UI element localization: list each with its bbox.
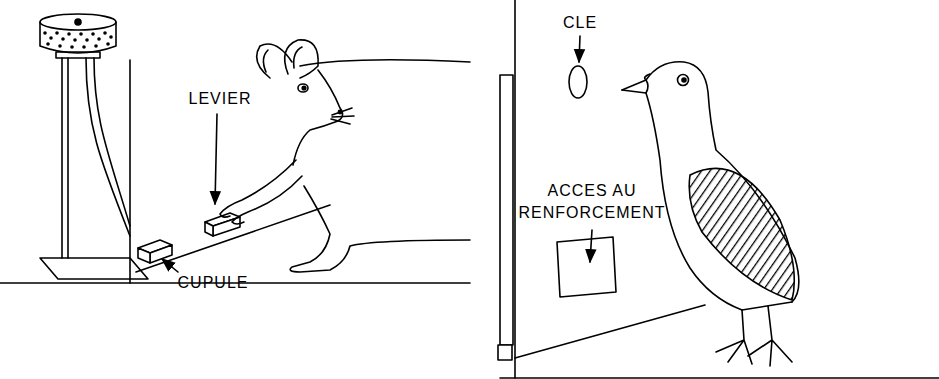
leader-lines (162, 114, 217, 272)
rat (220, 40, 470, 272)
food-cup (138, 240, 172, 263)
part-label: CLE (550, 12, 610, 34)
part-label: ACCES AU RENFORCEMENT (507, 180, 677, 225)
part-label: CUPULE (168, 272, 258, 294)
box-wall (0, 60, 470, 283)
food-hopper-access (557, 237, 616, 297)
box-wall (498, 0, 939, 378)
leader-lines (579, 36, 592, 262)
part-label: LEVIER (180, 88, 260, 110)
response-key (569, 66, 587, 98)
food-dispenser (40, 14, 148, 279)
